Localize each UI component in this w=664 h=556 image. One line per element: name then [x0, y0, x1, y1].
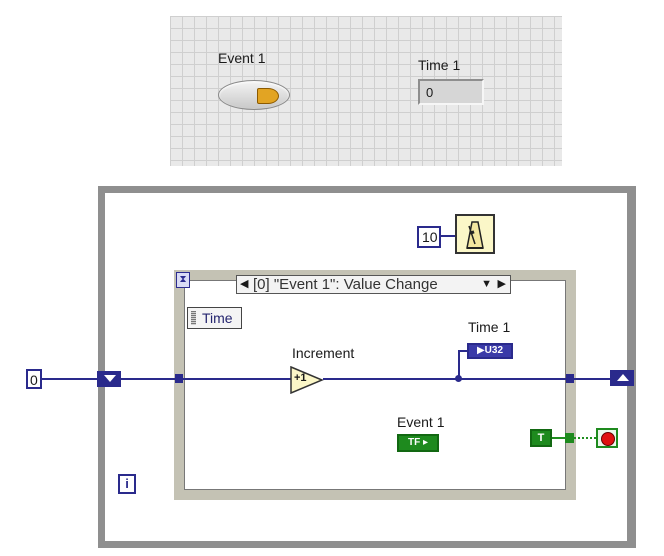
shift-register-left[interactable] [97, 371, 121, 387]
timeout-hourglass-icon[interactable]: ⧗ [176, 272, 190, 288]
init-wire [42, 378, 98, 380]
wait-wire [441, 235, 455, 237]
event-tunnel-left[interactable] [175, 374, 183, 383]
increment-glyph: +1 [294, 372, 307, 384]
shift-register-up-icon [617, 374, 629, 381]
event-tunnel-right[interactable] [566, 374, 574, 383]
event-case-text: [0] "Event 1": Value Change [253, 276, 438, 293]
loop-wire-out [574, 378, 610, 380]
wait-ms-constant[interactable]: 10 [417, 226, 441, 248]
event-case-index: [0] [253, 276, 270, 293]
time-indicator-label: Time 1 [418, 57, 461, 73]
event-data-time-label: Time [202, 310, 233, 326]
event-1-terminal-type: TF [407, 437, 421, 448]
loop-wire-in [121, 378, 175, 380]
increment-output-wire [323, 378, 566, 380]
event-case-label: "Event 1": Value Change [273, 276, 438, 293]
led-indicator-icon [257, 88, 279, 104]
stop-icon [601, 432, 615, 446]
increment-input-wire [183, 378, 291, 380]
event-case-selector[interactable]: ◀ [0] "Event 1": Value Change ▼ ▶ [236, 275, 511, 294]
init-constant[interactable]: 0 [26, 369, 42, 389]
event-1-terminal-label: Event 1 [397, 414, 445, 430]
time-1-terminal[interactable]: ▶U32 [467, 343, 513, 359]
event-1-terminal[interactable]: TF ▸ [397, 434, 439, 452]
increment-label: Increment [292, 345, 355, 361]
time-1-terminal-type: U32 [484, 345, 504, 356]
case-dropdown-icon[interactable]: ▼ [481, 278, 492, 290]
bool-tunnel[interactable] [565, 433, 574, 443]
shift-register-down-icon [104, 375, 116, 382]
bool-wire-inner [552, 437, 566, 439]
wire-junction-dot [455, 375, 462, 382]
iteration-terminal[interactable]: i [118, 474, 136, 494]
stop-condition-terminal[interactable] [596, 428, 618, 448]
while-loop-structure[interactable] [98, 186, 636, 548]
event-1-button[interactable] [218, 80, 290, 110]
increment-node[interactable]: +1 [290, 365, 324, 395]
true-constant[interactable]: T [530, 429, 552, 447]
event-structure[interactable] [174, 270, 576, 500]
event-button-label: Event 1 [218, 50, 266, 66]
previous-case-icon[interactable]: ◀ [240, 278, 249, 290]
branch-wire-horizontal [458, 350, 468, 352]
wait-ms-metronome-icon[interactable] [455, 214, 495, 254]
event-data-node[interactable]: Time [187, 307, 242, 329]
front-panel [170, 16, 562, 166]
next-case-icon[interactable]: ▶ [497, 278, 506, 290]
branch-wire-vertical [458, 350, 460, 379]
event-structure-frame [184, 280, 566, 490]
time-1-terminal-label: Time 1 [468, 319, 511, 335]
node-grip-icon [191, 311, 196, 325]
shift-register-right[interactable] [610, 370, 634, 386]
time-1-indicator: 0 [418, 79, 484, 105]
bool-wire-outer [574, 437, 596, 439]
